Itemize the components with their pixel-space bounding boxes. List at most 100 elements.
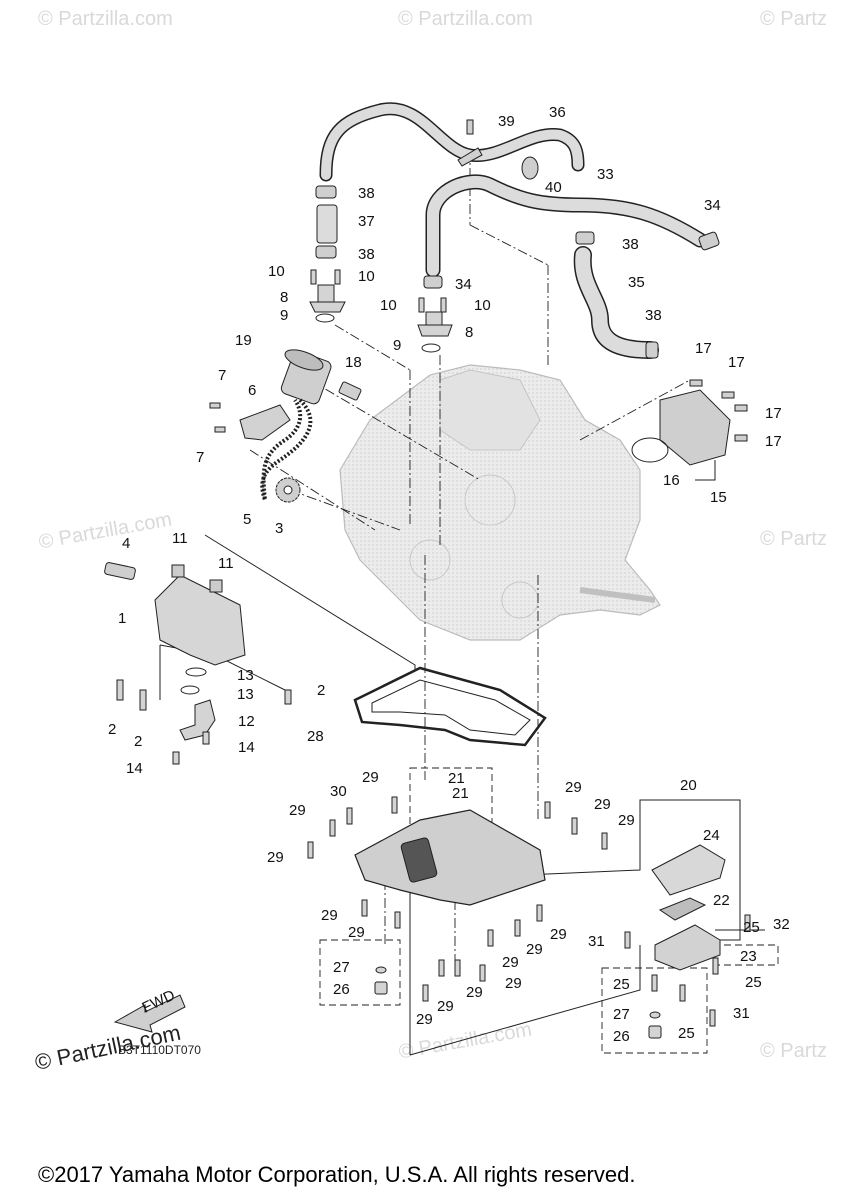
callout-10-4: 10 [474,297,491,314]
callout-26: 26 [333,981,350,998]
sprocket [275,477,301,503]
bolts-29 [307,796,608,1002]
callout-16: 16 [663,472,680,489]
bolts-2 [116,679,292,711]
callout-3: 3 [275,520,283,537]
callout-29-4: 29 [618,812,635,829]
callout-29-15: 29 [416,1011,433,1028]
callout-29-6: 29 [267,849,284,866]
breather-hose-35 [573,246,659,359]
callout-29-2: 29 [565,779,582,796]
watermark-mid-right: © Partz [760,528,827,550]
callout-34: 34 [455,276,472,293]
fwd-arrow: FWD [113,987,186,1033]
union-bolt-18 [338,381,362,401]
callout-13: 13 [237,667,254,684]
engine-crankcase [339,364,661,641]
chain-guide-6 [209,402,291,441]
callout-8-2: 8 [465,324,473,341]
breather-cover-right [417,297,453,353]
callout-29-14: 29 [437,998,454,1015]
callout-17-4: 17 [765,433,782,450]
callout-40: 40 [545,179,562,196]
callout-25: 25 [743,919,760,936]
oil-filter [280,349,332,405]
breather-hose-33 [425,174,708,278]
hose-37 [316,204,338,244]
callout-29-3: 29 [594,796,611,813]
callout-20: 20 [680,777,697,794]
callout-4: 4 [122,535,130,552]
callout-29-5: 29 [289,802,306,819]
callout-17-3: 17 [765,405,782,422]
callout-7-2: 7 [196,449,204,466]
callout-21: 21 [448,770,465,787]
callout-23: 23 [740,948,757,965]
timing-chain [260,398,313,501]
callout-38-3: 38 [622,236,639,253]
watermark-top-left: © Partzilla.com [38,8,173,30]
callout-31-2: 31 [733,1005,750,1022]
callout-29-11: 29 [502,954,519,971]
callout-7: 7 [218,367,226,384]
copyright-notice: ©2017 Yamaha Motor Corporation, U.S.A. A… [38,1162,636,1187]
callout-29-12: 29 [505,975,522,992]
callout-11: 11 [172,530,188,547]
callout-5: 5 [243,511,251,528]
callout-6: 6 [248,382,256,399]
callout-34-2: 34 [704,197,721,214]
callout-17: 17 [695,340,712,357]
callout-29: 29 [362,769,379,786]
callout-10-2: 10 [358,268,375,285]
cover-assembly [651,844,726,971]
callout-24: 24 [703,827,720,844]
callout-36: 36 [549,104,566,121]
callout-27-2: 27 [613,1006,630,1023]
callout-25-4: 25 [678,1025,695,1042]
oil-pan-gasket [353,666,547,747]
callout-18: 18 [345,354,362,371]
callout-8: 8 [280,289,288,306]
callout-2-3: 2 [317,682,325,699]
callout-29-9: 29 [526,941,543,958]
callout-38: 38 [358,185,375,202]
callout-27: 27 [333,959,350,976]
callout-35: 35 [628,274,645,291]
callout-1: 1 [118,610,126,627]
callout-2-2: 2 [134,733,142,750]
callout-14: 14 [238,739,255,756]
callout-30: 30 [330,783,347,800]
oil-pump-assembly [104,562,246,666]
callout-37: 37 [358,213,375,230]
callout-29-13: 29 [466,984,483,1001]
callout-31: 31 [588,933,605,950]
callout-10-3: 10 [380,297,397,314]
drain-plugs [374,966,662,1039]
bolts-25-31-32 [624,914,751,1027]
watermark-bottom-right: © Partz [760,1040,827,1062]
callout-11-2: 11 [218,555,234,572]
callout-33: 33 [597,166,614,183]
callout-12: 12 [238,713,255,730]
callout-28: 28 [307,728,324,745]
callout-29-10: 29 [550,926,567,943]
callout-10: 10 [268,263,285,280]
callout-25-2: 25 [613,976,630,993]
oil-pan [354,809,546,906]
callout-38-4: 38 [645,307,662,324]
callout-19: 19 [235,332,252,349]
diagram-code: B3T1110DT070 [118,1043,201,1057]
breather-cover-left [309,269,346,323]
callout-9-2: 9 [393,337,401,354]
callout-9: 9 [280,307,288,324]
bolt-39 [457,119,483,167]
callout-2: 2 [108,721,116,738]
breather-hose-36 [319,102,585,182]
callout-38-2: 38 [358,246,375,263]
callout-32: 32 [773,916,790,933]
callout-15: 15 [710,489,727,506]
oil-cooler [631,379,748,466]
callout-29-8: 29 [348,924,365,941]
